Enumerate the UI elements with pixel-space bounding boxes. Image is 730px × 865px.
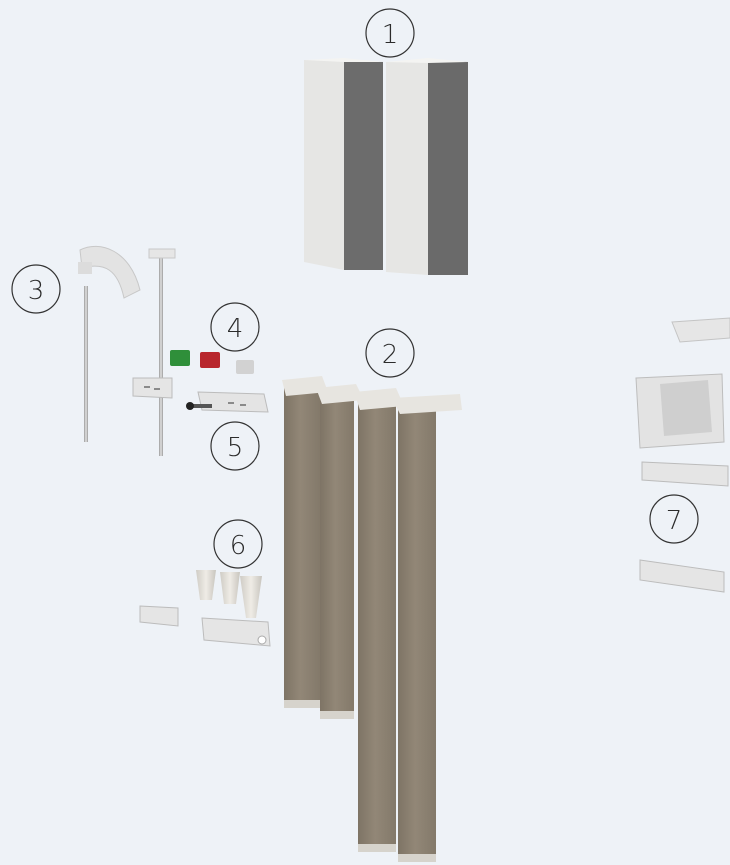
cassette-left: [304, 58, 383, 270]
vane-4: [392, 394, 462, 862]
callout-2-label: 2: [382, 340, 399, 370]
callout-5-label: 5: [227, 433, 244, 463]
part-4-knobs: [170, 350, 254, 374]
straight-wand: [148, 248, 176, 456]
callout-5: 5: [210, 421, 260, 471]
vane-3: [354, 388, 404, 852]
callout-7: 7: [649, 494, 699, 544]
curved-wand: [78, 245, 141, 442]
cassette-right: [386, 58, 468, 275]
callout-1: 1: [365, 8, 415, 58]
part-2-vanes: [282, 376, 462, 862]
part-1-cassettes: [304, 58, 468, 275]
callout-6-label: 6: [230, 531, 247, 561]
callout-2: 2: [365, 328, 415, 378]
small-bracket-3: [132, 377, 173, 399]
red-knob: [200, 352, 220, 368]
callout-3: 3: [11, 264, 61, 314]
vane-2: [316, 384, 364, 719]
grey-knob: [236, 360, 254, 374]
vane-1: [282, 376, 328, 708]
callout-1-label: 1: [382, 20, 399, 50]
callout-3-label: 3: [28, 276, 45, 306]
part-5-bracket: [186, 391, 269, 413]
callout-7-label: 7: [666, 506, 683, 536]
callout-4-label: 4: [227, 314, 244, 344]
part-6-cups: [139, 570, 271, 647]
green-knob: [170, 350, 190, 366]
part-7-hardware: [635, 317, 730, 593]
callout-4: 4: [210, 302, 260, 352]
callout-6: 6: [213, 519, 263, 569]
part-3-wands: [78, 245, 176, 456]
